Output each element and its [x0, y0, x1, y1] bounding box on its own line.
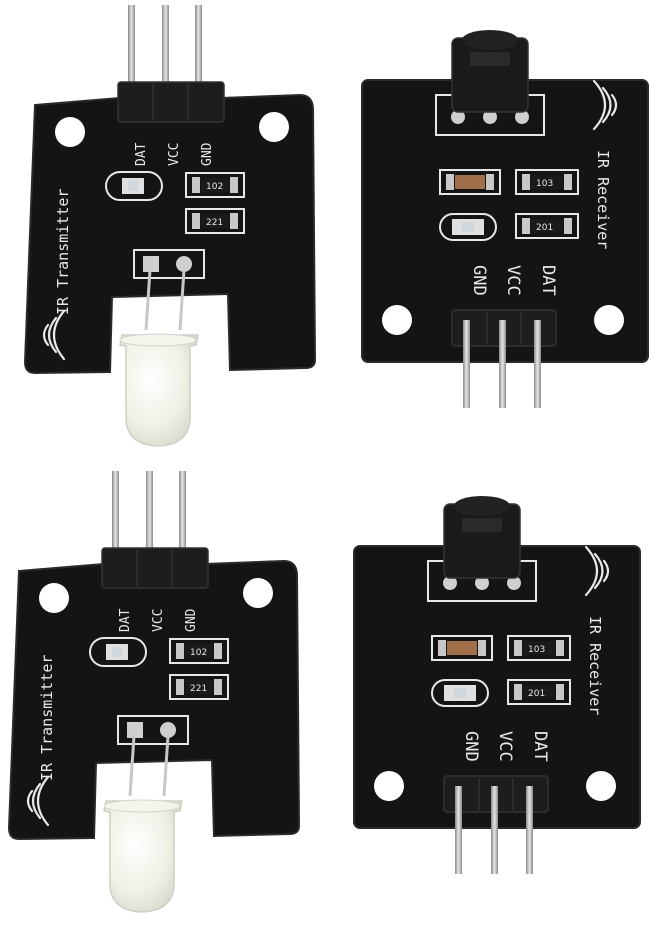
- tx2-pin-label-gnd: GND: [184, 608, 199, 632]
- rx-resistor-b-code: 201: [536, 223, 553, 233]
- tx2-title: IR Transmitter: [38, 655, 56, 781]
- tx-title: IR Transmitter: [54, 189, 72, 315]
- rx-pin-label-dat: DAT: [538, 265, 558, 296]
- rx2-resistor-b-code: 201: [528, 689, 545, 699]
- tx2-pin-label-dat: DAT: [118, 608, 133, 632]
- tx2-resistor-a-code: 102: [190, 648, 207, 658]
- tx-pin-label-gnd: GND: [200, 142, 215, 166]
- rx-resistor-a-code: 103: [536, 179, 553, 189]
- rx2-pin-label-vcc: VCC: [495, 731, 515, 762]
- rx-pin-label-gnd: GND: [469, 265, 489, 296]
- tx2-pin-label-vcc: VCC: [151, 609, 166, 632]
- tx2-resistor-b-code: 221: [190, 684, 207, 694]
- rx-title: IR Receiver: [594, 150, 612, 249]
- rx-pin-label-vcc: VCC: [503, 265, 523, 296]
- ir-transmitter-module-bottom: DAT VCC GND 102 221 IR Transmitter: [7, 469, 301, 914]
- tx-resistor-a-code: 102: [206, 182, 223, 192]
- tx-resistor-b-code: 221: [206, 218, 223, 228]
- rx2-pin-label-gnd: GND: [461, 731, 481, 762]
- tx-pin-label-vcc: VCC: [167, 143, 182, 166]
- ir-receiver-module-top: IR Receiver GND VCC DAT 103 201: [360, 28, 650, 410]
- ir-transmitter-module-top: DAT VCC GND 102 221 IR Transmitter: [23, 3, 317, 448]
- rx2-resistor-a-code: 103: [528, 645, 545, 655]
- rx2-title: IR Receiver: [586, 616, 604, 715]
- tx-pin-label-dat: DAT: [134, 142, 149, 166]
- rx2-pin-label-dat: DAT: [530, 731, 550, 762]
- ir-receiver-module-bottom: IR Receiver GND VCC DAT 103 201: [352, 494, 642, 876]
